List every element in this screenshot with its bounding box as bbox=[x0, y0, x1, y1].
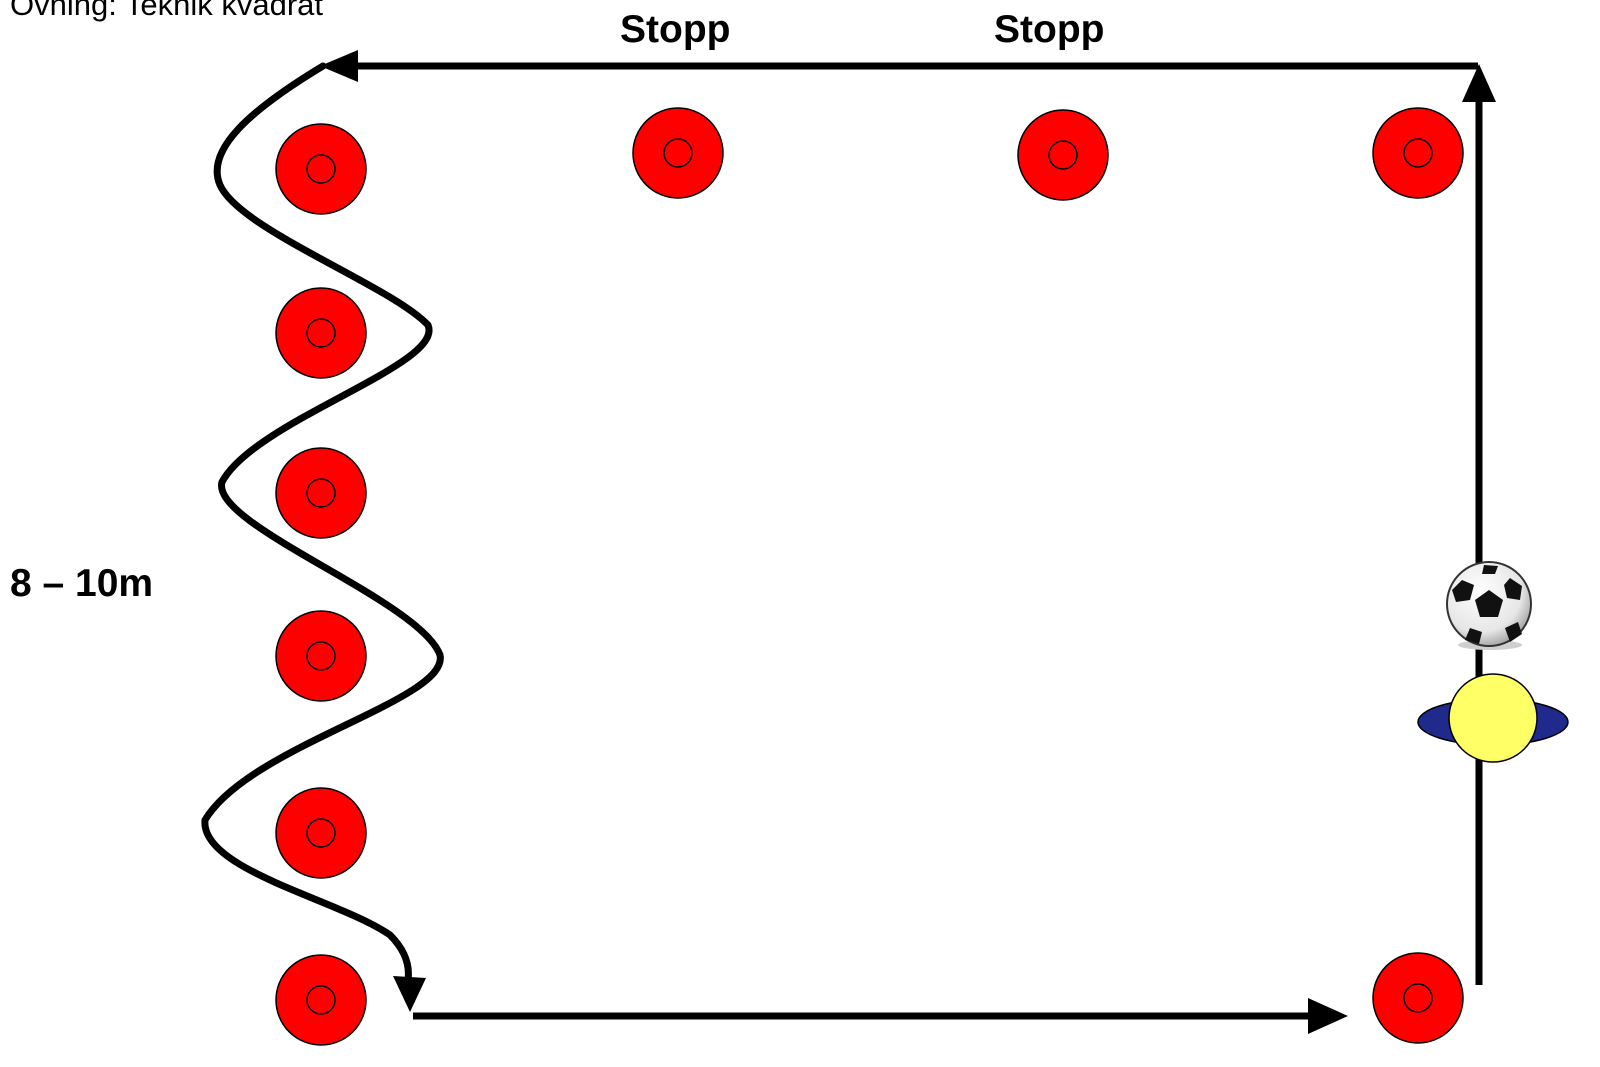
cone-bottom-right bbox=[1372, 952, 1464, 1044]
cone-left-4 bbox=[275, 610, 367, 702]
cone-left-1 bbox=[275, 123, 367, 215]
cone-left-5 bbox=[275, 787, 367, 879]
cone-left-2 bbox=[275, 287, 367, 379]
right-path-arrow bbox=[1462, 64, 1496, 985]
cone-top-3 bbox=[1372, 107, 1464, 199]
distance-label: 8 – 10m bbox=[10, 562, 154, 605]
player-icon bbox=[1417, 673, 1569, 763]
soccer-ball-icon bbox=[1446, 561, 1532, 650]
bottom-path-arrow bbox=[413, 998, 1348, 1034]
slalom-path bbox=[201, 62, 444, 1012]
cone-top-1 bbox=[632, 107, 724, 199]
cone-left-6 bbox=[275, 954, 367, 1046]
exercise-title: Övning: Teknik kvadrat bbox=[10, 0, 324, 22]
cone-left-3 bbox=[275, 447, 367, 539]
stopp-label-1: Stopp bbox=[620, 8, 731, 51]
top-path-arrow bbox=[320, 50, 1478, 82]
stopp-label-2: Stopp bbox=[994, 8, 1105, 51]
cone-top-2 bbox=[1017, 109, 1109, 201]
